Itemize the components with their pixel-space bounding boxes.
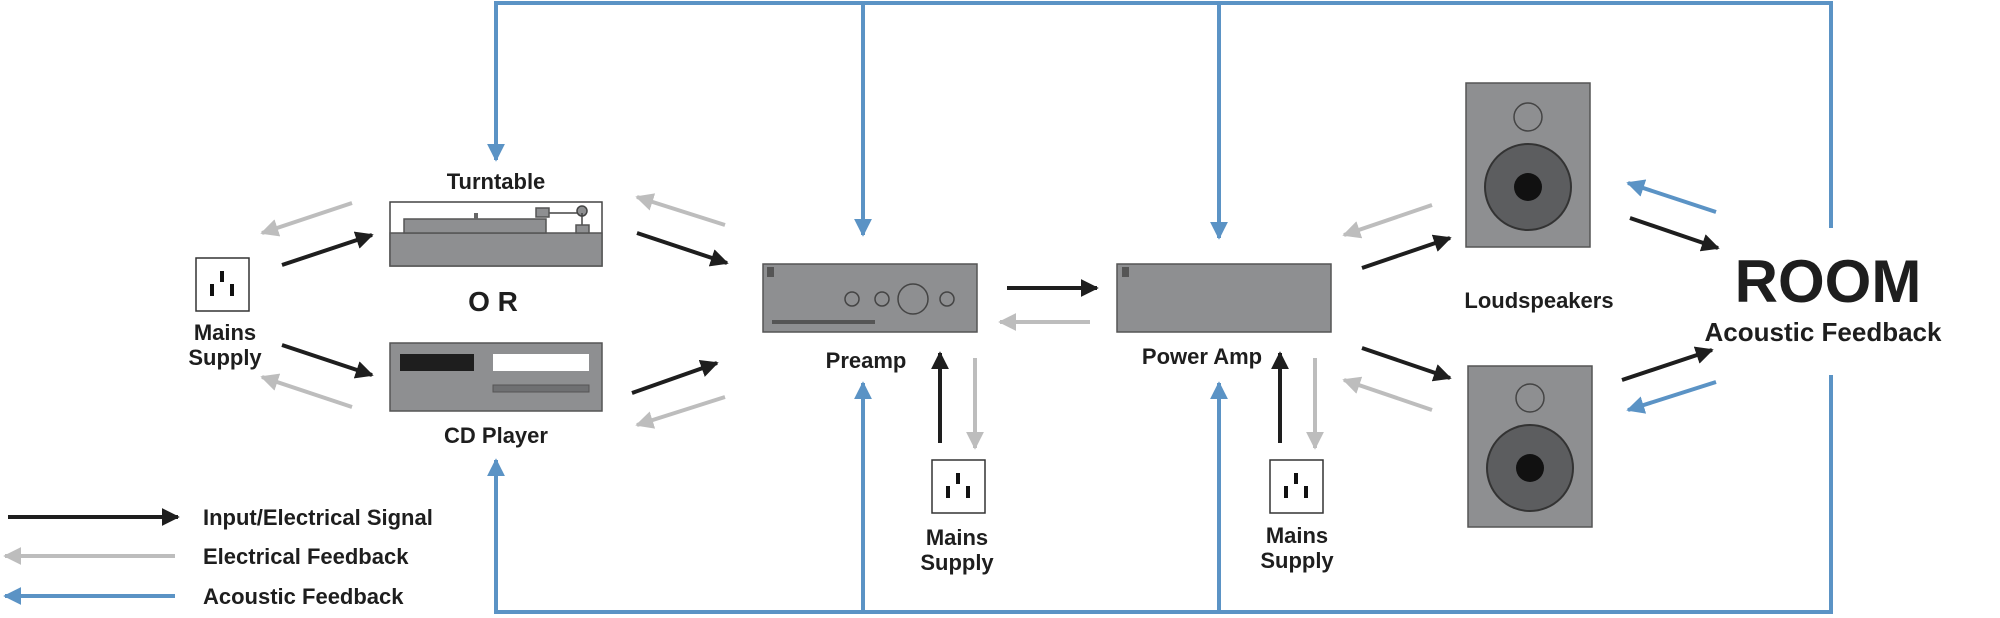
mains-outlet-icon [931,459,986,514]
preamp-mains-label-line2: Supply [920,550,994,575]
mains-label-line1: Mains [194,320,256,345]
preamp-label: Preamp [826,348,907,373]
loudspeaker-bottom [1467,365,1593,528]
poweramp-mains-label-line2: Supply [1260,548,1334,573]
feedback-preamp-to-turntable [635,193,726,227]
preamp-mains-label-line1: Mains [926,525,988,550]
room-top-loop [487,1,1833,228]
power-amp-device [1116,263,1332,333]
preamp-device [762,263,978,333]
power-amp-label: Power Amp [1142,344,1262,369]
feedback-bottom-speaker-to-poweramp [1342,376,1433,412]
cd-player-label: CD Player [444,423,548,448]
feedback-preamp-to-cd [635,395,726,429]
cd-player-device [389,342,603,412]
electrical-feedback-arrows [260,193,1433,450]
signal-top-speaker-to-room [1629,216,1720,252]
loudspeaker-top [1465,82,1591,248]
feedback-turntable-to-mains [260,201,353,237]
signal-mains-to-turntable [281,231,374,267]
mains-label-line2: Supply [188,345,262,370]
signal-mains-to-cd [281,343,374,379]
legend: Input/Electrical Signal Electrical Feedb… [3,505,433,609]
acoustic-feedback-label: Acoustic Feedback [1705,317,1943,347]
signal-poweramp-to-top-speaker [1361,234,1452,270]
turntable-device [389,201,603,267]
room-bottom-loop [487,375,1833,614]
room-to-top-speaker-arrow [1626,179,1717,214]
signal-poweramp-to-bottom-speaker [1361,346,1452,382]
turntable-label: Turntable [447,169,546,194]
feedback-top-speaker-to-poweramp [1342,203,1433,239]
room-to-bottom-speaker-arrow [1626,380,1717,414]
or-label: O R [468,286,518,317]
signal-arrows [281,216,1720,443]
signal-cd-to-preamp [631,359,719,395]
legend-signal-label: Input/Electrical Signal [203,505,433,530]
legend-acoustic-label: Acoustic Feedback [203,584,404,609]
poweramp-mains-label-line1: Mains [1266,523,1328,548]
loudspeakers-label: Loudspeakers [1464,288,1613,313]
room-label: ROOM [1735,248,1922,315]
acoustic-feedback-loop [487,1,1833,614]
mains-outlet-icon [195,257,250,312]
mains-outlet-icon [1269,459,1324,514]
feedback-cd-to-mains [260,373,353,409]
signal-turntable-to-preamp [636,231,729,267]
signal-bottom-speaker-to-room [1621,346,1714,382]
legend-electrical-label: Electrical Feedback [203,544,409,569]
